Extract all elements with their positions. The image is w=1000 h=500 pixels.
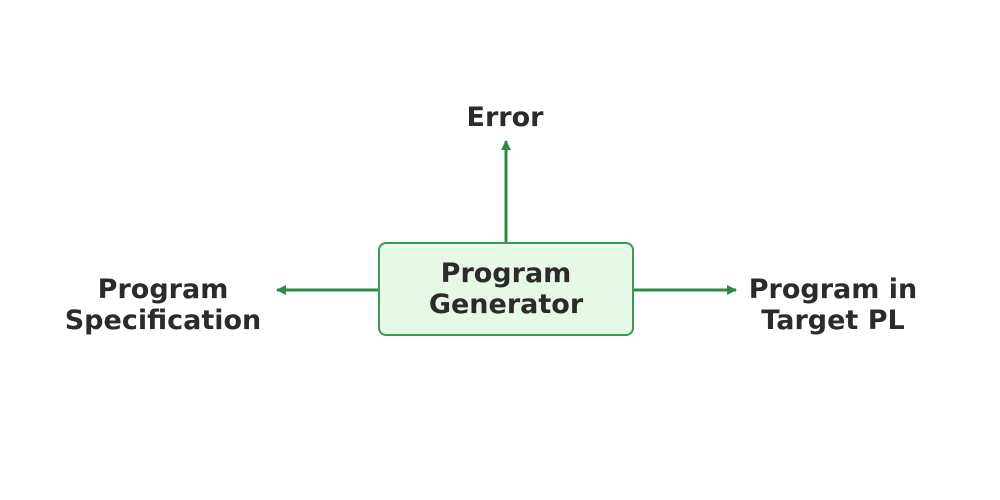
program-generator-label: Program Generator — [429, 258, 583, 320]
error-text: Error — [466, 102, 544, 133]
program-specification-line2: Specification — [64, 305, 262, 336]
program-generator-node: Program Generator — [378, 242, 634, 336]
program-specification-line1: Program — [97, 274, 229, 305]
target-pl-label: Program in Target PL — [728, 274, 938, 336]
error-label: Error — [405, 102, 605, 133]
target-pl-line2: Target PL — [761, 305, 905, 336]
target-pl-line1: Program in — [748, 274, 918, 305]
program-generator-line2: Generator — [428, 289, 584, 320]
program-generator-line1: Program — [440, 258, 572, 289]
program-specification-label: Program Specification — [38, 274, 288, 336]
